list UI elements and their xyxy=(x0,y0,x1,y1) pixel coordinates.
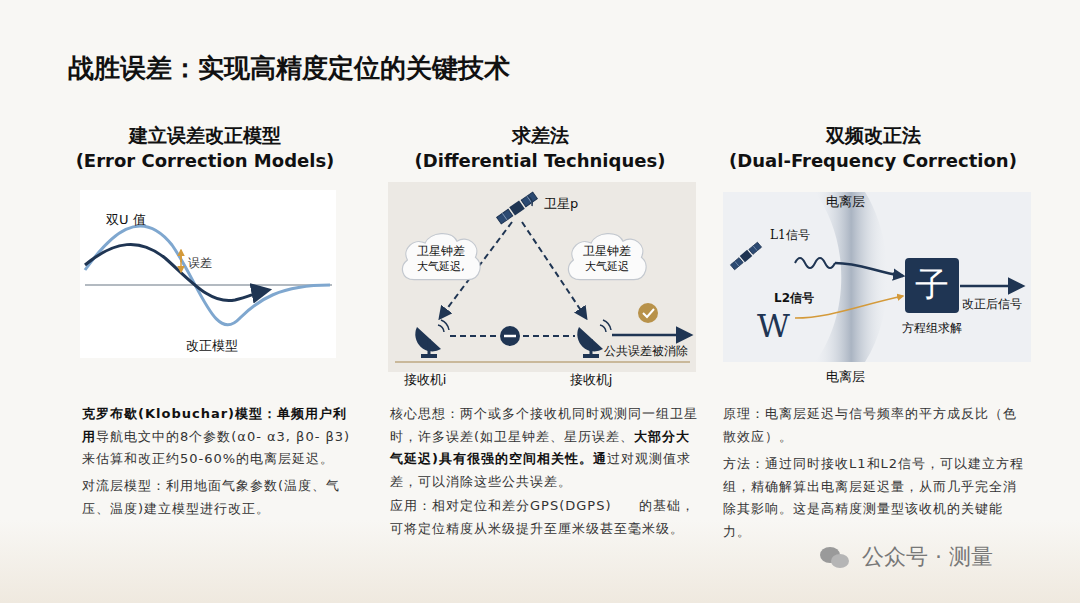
error-cloud: 卫星钟差大气延迟, xyxy=(399,229,483,285)
body-paragraph: 方法：通过同时接收L1和L2信号，可以建立方程组，精确解算出电离层延迟量，从而几… xyxy=(723,453,1028,543)
paragraph-text: 对流层模型：利用地面气象参数(温度、气压、温度)建立模型进行改正。 xyxy=(82,478,340,516)
column-subheading: (Differential Techniques) xyxy=(340,150,740,173)
column-heading: 求差法 xyxy=(340,124,740,148)
signal-glyph: W xyxy=(757,306,790,346)
body-paragraph: 应用：相对定位和差分GPS(DGPS) 的基础，可将定位精度从米级提升至厘米级甚… xyxy=(390,495,702,540)
body-paragraph: 核心思想：两个或多个接收机同时观测同一组卫星时，许多误差(如卫星钟差、星历误差、… xyxy=(390,403,702,493)
result-label: 公共误差被消除 xyxy=(604,344,688,358)
column-heading: 双频改正法 xyxy=(673,124,1073,148)
satellite-label: 卫星p xyxy=(544,196,578,212)
signal-label: L1信号 xyxy=(770,228,810,243)
solver-box: 子方程组求解 xyxy=(905,258,959,313)
column-subheading: (Error Correction Models) xyxy=(5,150,405,173)
error-cloud: 卫星钟差大气延迟 xyxy=(565,229,649,285)
column-subheading: (Dual-Frequency Correction) xyxy=(673,150,1073,173)
watermark: 公众号 · 测量 xyxy=(862,543,993,571)
solver-glyph: 子 xyxy=(913,262,951,306)
receiver-label: 接收机i xyxy=(225,372,625,388)
column-heading: 建立误差改正模型 xyxy=(5,124,405,148)
paragraph-text: 应用：相对定位和差分GPS(DGPS) 的基础，可将定位精度从米级提升至厘米级甚… xyxy=(390,498,695,536)
cloud-text: 大气延迟 xyxy=(583,259,631,273)
cloud-outline xyxy=(569,233,647,279)
cloud-outline xyxy=(403,233,481,279)
curve-label: 改正模型 xyxy=(186,338,238,354)
cloud-text: 大气延迟, xyxy=(417,259,465,273)
body-paragraph: 克罗布歇(Klobuchar)模型：单频用户利用导航电文中的8个参数(α0- α… xyxy=(82,403,352,471)
body-paragraph: 对流层模型：利用地面气象参数(温度、气压、温度)建立模型进行改正。 xyxy=(82,475,352,520)
curve-label: 双U 值 xyxy=(106,212,146,228)
output-label: 改正后信号 xyxy=(962,297,1022,312)
layer-label: 电离层 xyxy=(645,369,1045,385)
error-label: 误差 xyxy=(188,256,212,271)
signal-label: L2信号 xyxy=(774,291,814,306)
paragraph-text: 原理：电离层延迟与信号频率的平方成反比（色散效应）。 xyxy=(723,406,1017,444)
paragraph-text: 导航电文中的8个参数(α0- α3, β0- β3)来估算和改正约50-60%的… xyxy=(82,429,350,467)
paragraph-text: 方法：通过同时接收L1和L2信号，可以建立方程组，精确解算出电离层延迟量，从而几… xyxy=(723,456,1024,539)
cloud-text: 卫星钟差 xyxy=(583,243,631,259)
slide-title: 战胜误差：实现高精度定位的关键技术 xyxy=(68,52,510,85)
body-paragraph: 原理：电离层延迟与信号频率的平方成反比（色散效应）。 xyxy=(723,403,1028,448)
layer-label: 电离层 xyxy=(645,194,1045,210)
solver-caption: 方程组求解 xyxy=(902,321,962,336)
cloud-text: 卫星钟差 xyxy=(417,243,465,259)
receiver-label: 接收机j xyxy=(391,372,791,388)
